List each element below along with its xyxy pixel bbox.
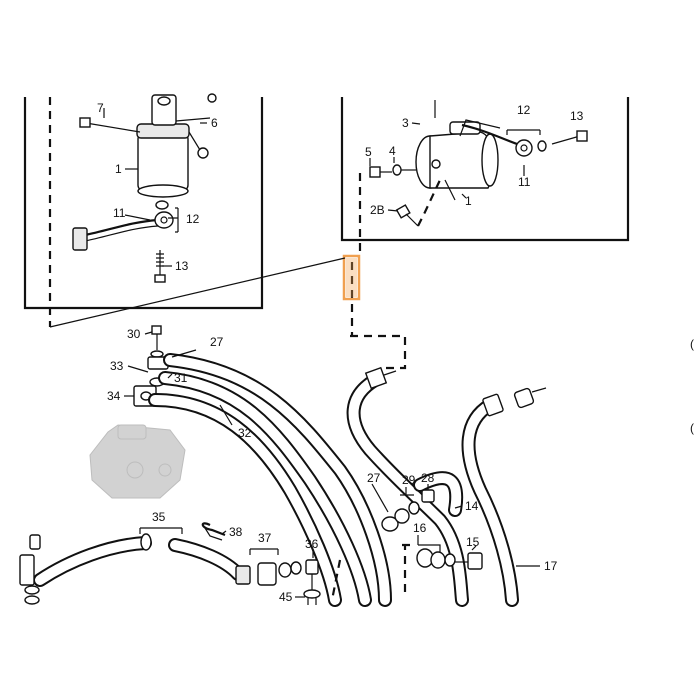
highlight-marker [342,254,361,301]
label-17: 17 [544,559,558,573]
label-29: 29 [402,473,416,487]
label-12-left: 12 [186,212,200,226]
label-45: 45 [279,590,293,604]
fitting-15-16 [416,548,483,570]
label-12-right: 12 [517,103,531,117]
filter-canister-left [136,93,217,198]
label-30: 30 [127,327,141,341]
reference-leader-line [49,257,346,328]
label-35: 35 [152,510,166,524]
label-1-left: 1 [115,162,122,176]
label-15: 15 [466,535,480,549]
label-4: 4 [389,144,396,158]
bolt-36 [303,559,321,605]
label-34: 34 [107,389,121,403]
label-27-top: 27 [210,335,224,349]
label-13-right: 13 [570,109,584,123]
label-31: 31 [174,371,188,385]
hose-35 [33,533,245,587]
label-33: 33 [110,359,124,373]
label-36: 36 [305,537,319,551]
hose-clamp-right [461,123,547,157]
bolt-2b [395,204,419,227]
label-1-right: 1 [465,194,472,208]
hose-group-27-31-32 [148,353,392,607]
left-inset-box [23,97,264,327]
label-6: 6 [211,116,218,130]
label-32: 32 [238,426,252,440]
label-27-bottom: 27 [367,471,381,485]
label-3: 3 [402,116,409,130]
fuel-line-bracket-left [72,200,174,251]
label-28: 28 [421,471,435,485]
label-7: 7 [97,101,104,115]
dashed-fuel-route [350,173,441,370]
label-11-left: 11 [113,206,126,220]
faded-housing [89,424,186,499]
edge-mark-1: ( [690,337,694,351]
label-2b: 2B [370,203,385,217]
label-14: 14 [465,499,479,513]
dashed-route-lower [330,543,410,601]
callout-leaders [103,100,541,598]
label-13-left: 13 [175,259,189,273]
bolt-13-right [551,130,588,145]
pipe-38 [201,522,226,541]
label-5: 5 [365,145,372,159]
label-11-right: 11 [518,175,531,189]
hose-17 [461,387,547,607]
right-inset-box [340,97,630,242]
edge-mark-2: ( [690,421,694,435]
part-number-labels: 7 6 1 11 12 13 3 5 4 2B 1 12 11 13 30 27… [97,101,584,604]
label-38: 38 [229,525,243,539]
clamp-37 [235,561,302,586]
bolt-13-left [154,250,166,283]
label-37: 37 [258,531,272,545]
bolt-7 [79,117,141,133]
fitting-left-edge [19,534,41,605]
label-16: 16 [413,521,427,535]
fuel-pump-right [415,119,501,201]
fitting-5-4 [369,164,416,178]
